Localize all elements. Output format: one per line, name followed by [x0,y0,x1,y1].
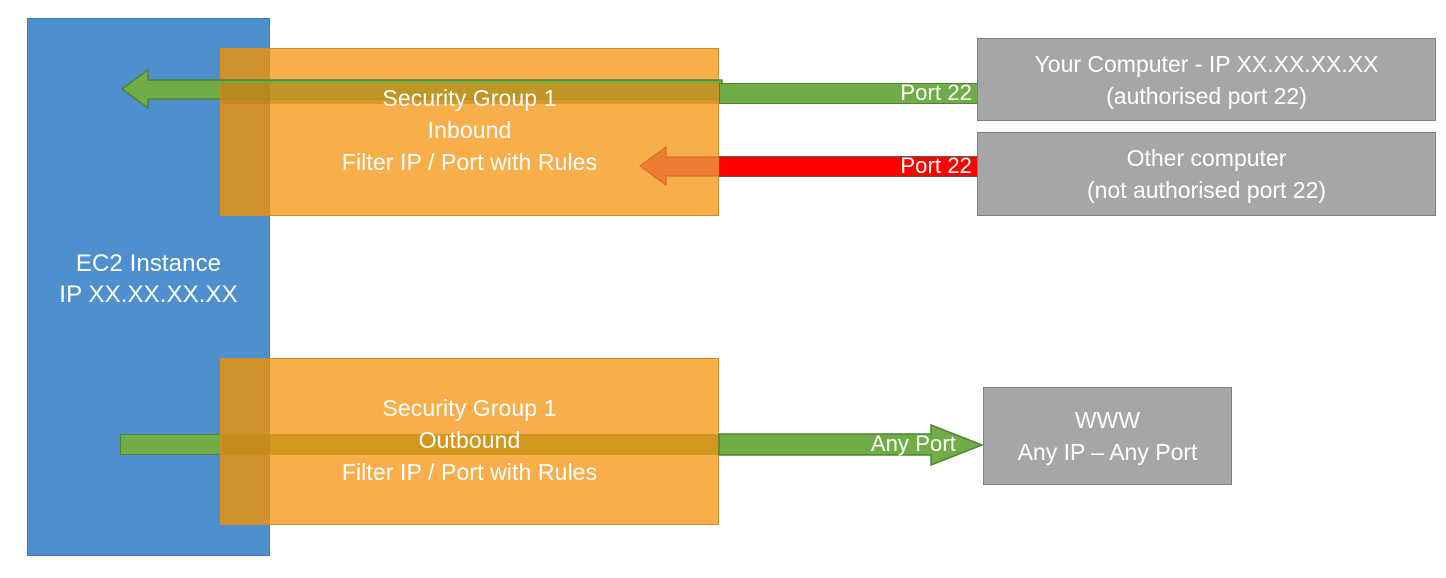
other-computer-line-2: (not authorised port 22) [1086,177,1327,203]
www-line-2: Any IP – Any Port [1017,439,1198,465]
allowed-inbound-bar [719,83,978,104]
www-line-1: WWW [1074,407,1141,433]
outbound-arrow [718,423,985,467]
blocked-inbound-arrow [639,146,723,186]
allowed-inbound-arrow-sg-tint [220,83,719,104]
your-computer-line-1: Your Computer - IP XX.XX.XX.XX [1034,50,1379,77]
security-group-inbound-box [220,48,719,216]
other-computer-line-1: Other computer [1126,145,1287,171]
ec2-instance-label: EC2 Instance IP XX.XX.XX.XX [27,248,270,310]
security-group-inbound-overlap [220,49,270,215]
endpoint-other-computer: Other computer (not authorised port 22) [977,132,1436,216]
your-computer-line-2: (authorised port 22) [1106,82,1307,109]
endpoint-your-computer: Your Computer - IP XX.XX.XX.XX (authoris… [977,38,1436,121]
outbound-arrow-sg-band [220,434,719,455]
ec2-label-line-2: IP XX.XX.XX.XX [59,281,238,308]
outbound-arrow-overlap-tint [221,434,270,455]
ec2-label-line-1: EC2 Instance [75,250,222,277]
allowed-inbound-arrow-overlap-tint [221,83,270,104]
blocked-inbound-bar [719,156,978,177]
endpoint-www: WWW Any IP – Any Port [983,387,1232,485]
